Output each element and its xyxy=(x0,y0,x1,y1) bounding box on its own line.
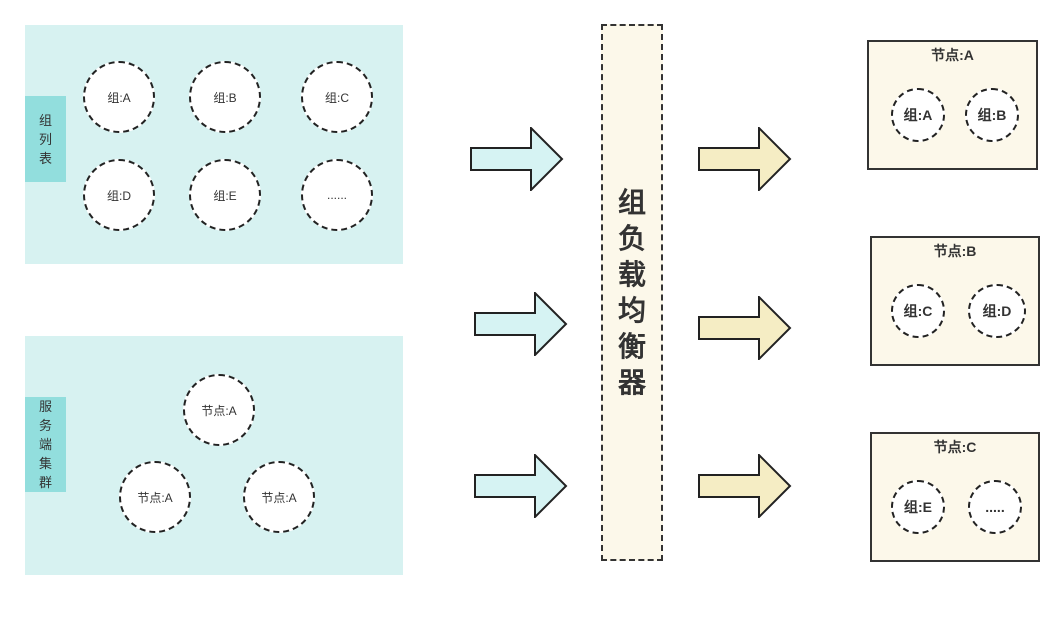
input-arrow-middle xyxy=(474,292,568,356)
server-cluster-panel xyxy=(25,336,403,575)
node-a-group-2: 组:B xyxy=(965,88,1019,142)
group-load-balancer: 组负载均衡器 xyxy=(601,24,663,561)
balancer-label: 组负载均衡器 xyxy=(617,186,646,398)
node-c-group-1: 组:E xyxy=(891,480,945,534)
node-box-b-title: 节点:B xyxy=(933,243,977,259)
group-circle-more: ...... xyxy=(301,159,373,231)
group-circle-d: 组:D xyxy=(83,159,155,231)
node-box-c: 节点:C 组:E ..... xyxy=(870,432,1040,562)
node-a-group-1: 组:A xyxy=(891,88,945,142)
cluster-node-top: 节点:A xyxy=(183,374,255,446)
cluster-node-right: 节点:A xyxy=(243,461,315,533)
group-circle-c: 组:C xyxy=(301,61,373,133)
node-box-c-title: 节点:C xyxy=(933,439,977,455)
output-arrow-middle xyxy=(698,296,792,360)
node-box-b: 节点:B 组:C 组:D xyxy=(870,236,1040,366)
node-c-group-2: ..... xyxy=(968,480,1022,534)
group-circle-b: 组:B xyxy=(189,61,261,133)
output-arrow-top xyxy=(698,127,792,191)
group-list-label: 组列表 xyxy=(25,96,66,182)
group-list-label-text: 组列表 xyxy=(38,112,52,166)
node-box-a-title: 节点:A xyxy=(931,47,974,63)
server-cluster-label-text: 服务端集群 xyxy=(38,399,52,490)
group-circle-e: 组:E xyxy=(189,159,261,231)
node-box-a: 节点:A 组:A 组:B xyxy=(867,40,1038,170)
node-b-group-2: 组:D xyxy=(968,284,1026,338)
group-circle-a: 组:A xyxy=(83,61,155,133)
cluster-node-left: 节点:A xyxy=(119,461,191,533)
output-arrow-bottom xyxy=(698,454,792,518)
node-b-group-1: 组:C xyxy=(891,284,945,338)
input-arrow-top xyxy=(470,127,564,191)
server-cluster-label: 服务端集群 xyxy=(25,397,66,492)
input-arrow-bottom xyxy=(474,454,568,518)
